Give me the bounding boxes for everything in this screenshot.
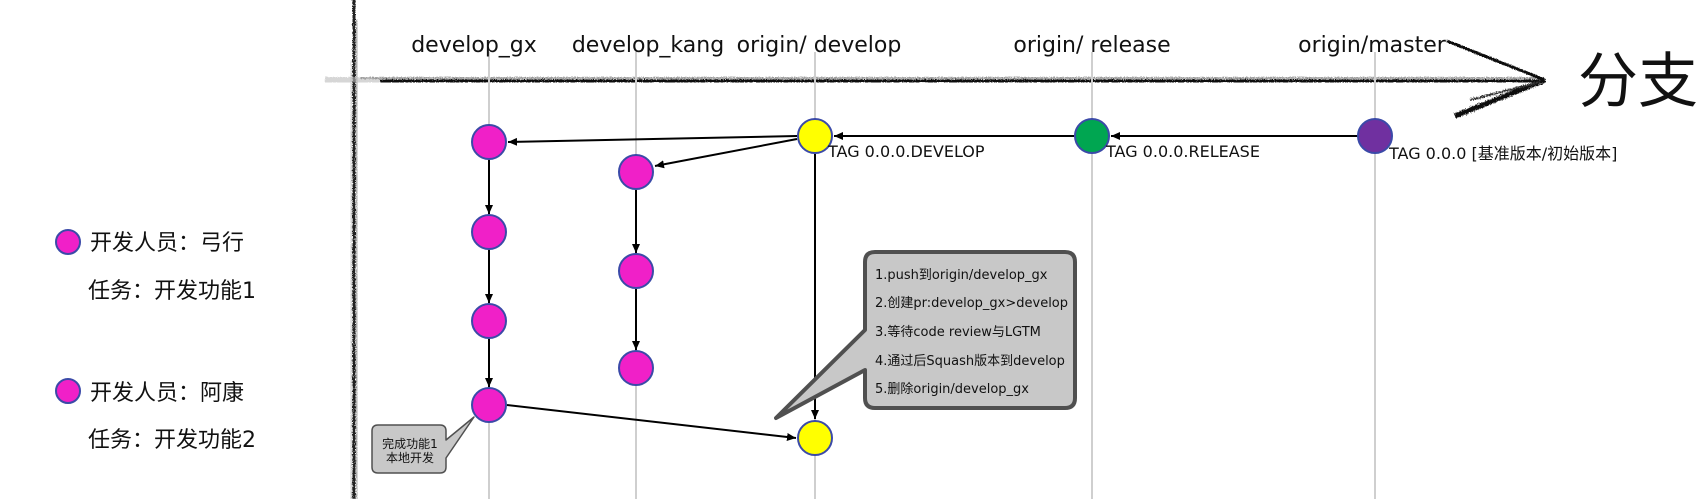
commit-kang-3 (618, 350, 654, 386)
pr-steps-callout: 1.push到origin/develop_gx 2.创建pr:develop_… (774, 250, 1077, 420)
legend-swatch-developer-1 (55, 229, 81, 255)
callout-line-2: 2.创建pr:develop_gx>develop (875, 296, 1068, 311)
branch-label-origin-release: origin/ release (1013, 33, 1170, 58)
commit-kang-1 (618, 154, 654, 190)
legend: 开发人员：弓行 任务：开发功能1 开发人员：阿康 任务：开发功能2 (55, 229, 256, 453)
commit-gx-3 (471, 303, 507, 339)
commit-gx-1 (471, 124, 507, 160)
commit-kang-2 (618, 253, 654, 289)
legend-task-1: 任务：开发功能1 (88, 279, 256, 304)
axis-arrowhead (1446, 39, 1546, 119)
callout-line-4: 4.通过后Squash版本到develop (875, 354, 1065, 369)
tag-label-master: TAG 0.0.0 [基准版本/初始版本] (1388, 144, 1617, 163)
legend-developer-2: 开发人员：阿康 (90, 381, 244, 406)
commit-release-0 (1074, 118, 1110, 154)
callout-line-3: 3.等待code review与LGTM (875, 324, 1041, 340)
callout-line-5: 5.删除origin/develop_gx (875, 382, 1029, 397)
note-line-1: 完成功能1 (382, 436, 438, 451)
tag-label-release: TAG 0.0.0.RELEASE (1105, 142, 1260, 161)
local-dev-note: 完成功能1 本地开发 (371, 416, 475, 474)
commit-master-0 (1357, 118, 1393, 154)
branch-label-origin-master: origin/master (1298, 33, 1447, 58)
legend-swatch-developer-2 (55, 378, 81, 404)
edge-develop-to-gx (507, 135, 798, 146)
commit-develop-1 (797, 420, 833, 456)
legend-task-2: 任务：开发功能2 (88, 428, 256, 453)
vertical-axis (350, 0, 358, 499)
legend-developer-1: 开发人员：弓行 (90, 231, 244, 256)
branch-label-origin-develop: origin/ develop (737, 33, 902, 58)
horizontal-axis (325, 77, 1545, 83)
branch-label-develop-gx: develop_gx (411, 33, 537, 58)
axis-title: 分支 (1578, 47, 1698, 117)
note-line-2: 本地开发 (386, 450, 434, 465)
commit-gx-2 (471, 214, 507, 250)
edge-gx-merge-to-develop (506, 404, 797, 441)
branch-label-develop-kang: develop_kang (572, 33, 724, 58)
callout-line-1: 1.push到origin/develop_gx (875, 268, 1048, 283)
commit-nodes (471, 118, 1393, 456)
commit-edges (485, 132, 1358, 441)
tag-label-develop: TAG 0.0.0.DEVELOP (827, 142, 985, 161)
commit-develop-0 (797, 118, 833, 154)
edge-develop-to-kang (654, 138, 798, 169)
commit-gx-4 (471, 387, 507, 423)
